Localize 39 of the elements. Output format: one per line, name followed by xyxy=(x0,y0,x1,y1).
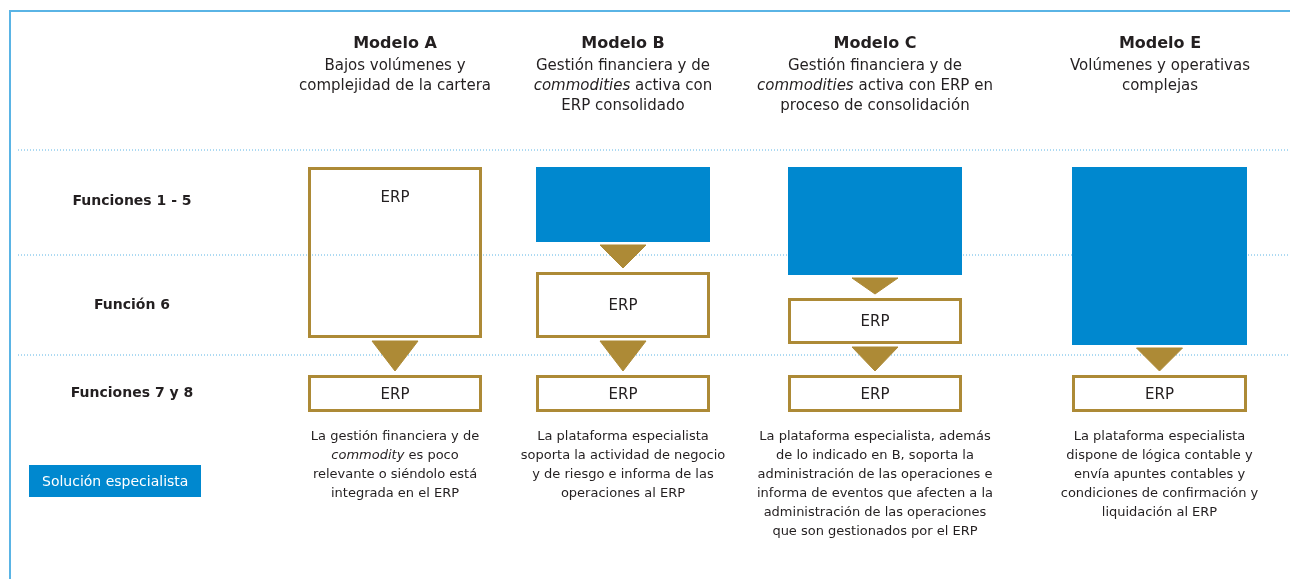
column-heading: Modelo A xyxy=(352,33,438,52)
erp-box xyxy=(788,375,962,412)
description-text: La plataforma especialista, además de lo indicado en B, soporta la administración de las operaciones e informa de eventos que afecten a la administración de las operaciones que son gestionados por el ERP xyxy=(756,427,994,540)
erp-box xyxy=(788,298,962,344)
node-label: ERP xyxy=(860,312,890,330)
erp-box xyxy=(536,375,710,412)
node-label: ERP xyxy=(860,384,890,403)
arrow xyxy=(851,346,899,372)
column-heading: Modelo C xyxy=(832,33,918,52)
column-description: Bajos volúmenes y complejidad de la cartera xyxy=(298,55,492,95)
row-label: Función 6 xyxy=(92,296,172,312)
arrow xyxy=(1136,347,1183,372)
arrow xyxy=(599,340,647,372)
column-heading: Modelo B xyxy=(580,33,666,52)
arrow xyxy=(851,277,899,295)
description-text: La plataforma especialista dispone de lógica contable y envía apuntes contables y condiciones de confirmación y liquidación al ERP xyxy=(1059,427,1260,521)
specialist-solution-block xyxy=(788,167,962,275)
arrow xyxy=(599,244,647,269)
erp-box xyxy=(1072,375,1247,412)
node-label: ERP xyxy=(380,384,410,403)
node-label: ERP xyxy=(608,296,638,314)
column-heading: Modelo E xyxy=(1117,33,1203,52)
erp-box xyxy=(536,272,710,338)
specialist-solution-block xyxy=(536,167,710,242)
legend-swatch: Solución especialista xyxy=(29,465,202,497)
node-label: ERP xyxy=(608,384,638,403)
description-text: La plataforma especialista soporta la actividad de negocio y de riesgo e informa de las operaciones al ERP xyxy=(519,427,727,502)
column-description: Volúmenes y operativas complejas xyxy=(1069,55,1251,95)
erp-box xyxy=(308,375,482,412)
column-description: Gestión financiera y de commodities activa con ERP en proceso de consolidación xyxy=(756,55,994,115)
row-label: Funciones 7 y 8 xyxy=(69,384,195,400)
arrow xyxy=(371,340,419,372)
node-label: ERP xyxy=(1145,384,1174,403)
specialist-solution-block xyxy=(1072,167,1247,345)
description-text: La gestión financiera y de commodity es poco relevante o siéndolo está integrada en el ERP xyxy=(309,427,481,502)
row-label: Funciones 1 - 5 xyxy=(71,192,193,208)
node-label: ERP xyxy=(380,188,410,206)
erp-box xyxy=(308,167,482,338)
column-description: Gestión financiera y de commodities activa con ERP consolidado xyxy=(532,55,714,115)
